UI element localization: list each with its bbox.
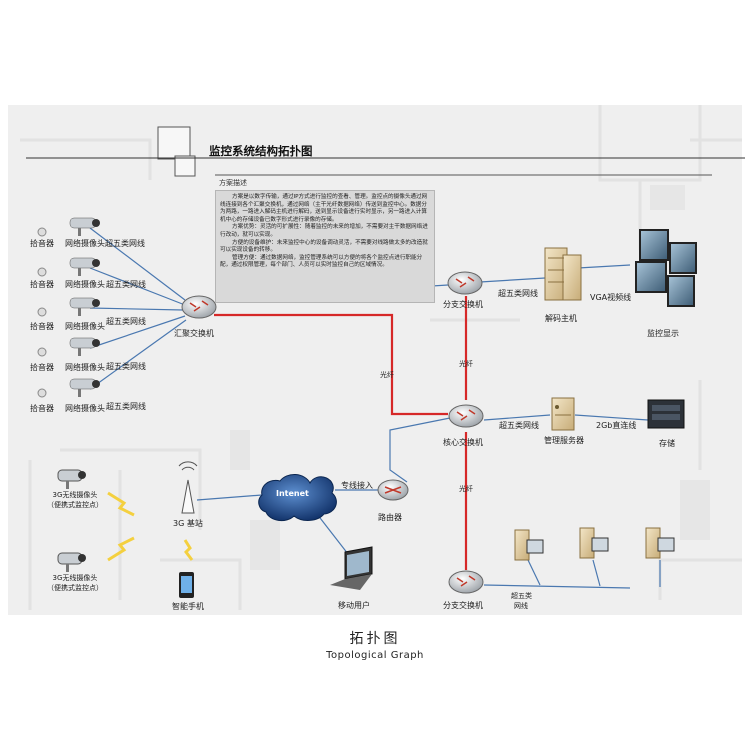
- portable-point-label: （便携式监控点）: [47, 584, 103, 592]
- smartphone-icon: [179, 572, 194, 598]
- pc-icon: [645, 527, 675, 559]
- core-switch-label: 核心交换机: [443, 438, 483, 447]
- router-label: 路由器: [378, 513, 402, 522]
- camera-row: [37, 217, 100, 237]
- router-icon: [377, 479, 409, 501]
- section-label: 方案描述: [219, 179, 247, 187]
- description-paragraph: 方案优势：灵活的可扩展性：随着监控的未来的增加，不需要对主干数据网络进行改动，就…: [220, 224, 428, 238]
- wireless-camera-label: 3G无线摄像头: [52, 574, 98, 582]
- management-server-label: 管理服务器: [544, 436, 584, 445]
- background-blocks: [230, 185, 710, 570]
- laptop-icon: [330, 546, 373, 590]
- caption-chinese: 拓扑图: [349, 631, 401, 647]
- camera-row: [37, 257, 100, 277]
- cat5-label: 超五类网线: [106, 317, 146, 326]
- storage-icon: [647, 399, 685, 429]
- portable-point-label: （便携式监控点）: [47, 501, 103, 509]
- fiber-lines: [214, 296, 468, 570]
- diagram-title: 监控系统结构拓扑图: [209, 144, 313, 158]
- vga-cable-label: VGA视频线: [590, 293, 632, 302]
- camera-row: [37, 297, 100, 317]
- description-paragraph: 方案是以数字传输，通过IP方式进行监控的查看、管理。监控点的摄像头通过网线连接到…: [220, 194, 428, 223]
- net-camera-label: 网络摄像头: [65, 404, 105, 413]
- pickup-label: 拾音器: [30, 280, 54, 289]
- management-server-icon: [551, 397, 575, 431]
- pickup-label: 拾音器: [30, 363, 54, 372]
- fiber-label: 光纤: [459, 360, 473, 368]
- aggregation-switch-label: 汇聚交换机: [174, 329, 214, 338]
- fiber-label: 光纤: [380, 371, 394, 379]
- wireless-signals: [107, 491, 194, 562]
- cat5-label: 超五类网线: [106, 402, 146, 411]
- cat5-label: 超五类网线: [499, 421, 539, 430]
- branch-switch-bottom-icon: [448, 570, 484, 594]
- base-station-icon: [178, 461, 198, 514]
- base-station-label: 3G 基站: [173, 519, 203, 528]
- cat5-label: 超五类网线: [498, 289, 538, 298]
- wireless-camera-icon: [57, 469, 86, 489]
- net-camera-label: 网络摄像头: [65, 322, 105, 331]
- monitor-display-label: 监控显示: [647, 329, 679, 338]
- pc-icon: [514, 529, 544, 561]
- core-switch-icon: [448, 404, 484, 428]
- caption-english: Topological Graph: [326, 650, 424, 661]
- direct-link-label: 2Gb直连线: [596, 421, 637, 430]
- camera-row: [37, 337, 100, 357]
- internet-label: Intenet: [276, 489, 309, 498]
- cat5-stack-label-2: 网线: [514, 602, 528, 610]
- aggregation-switch-icon: [181, 295, 217, 319]
- net-camera-label: 网络摄像头: [65, 239, 105, 248]
- cat5-label: 超五类网线: [105, 239, 145, 248]
- camera-row: [37, 378, 100, 398]
- dedicated-access-label: 专线接入: [341, 481, 373, 490]
- decoder-host-label: 解码主机: [545, 314, 577, 323]
- branch-switch-bottom-label: 分支交换机: [443, 601, 483, 610]
- decoder-host-icon: [544, 247, 582, 301]
- branch-switch-top-label: 分支交换机: [443, 300, 483, 309]
- description-paragraph: 方便的设备维护：未来监控中心的设备调动灵活，不需要对线路做太多的改造就可以实现设…: [220, 239, 428, 254]
- monitor-wall-icon: [635, 229, 697, 307]
- description-paragraph: 管理方便：通过数据网络，监控管理系统可以方便的将各个监控点进行职能分配，通过权限…: [220, 254, 423, 269]
- camera-group: [37, 217, 100, 398]
- header-decoration: [26, 126, 745, 177]
- pickup-label: 拾音器: [30, 404, 54, 413]
- pickup-label: 拾音器: [30, 322, 54, 331]
- internet-cloud-icon: [258, 473, 337, 522]
- wireless-camera-icon: [57, 552, 86, 572]
- storage-label: 存储: [659, 439, 675, 448]
- fiber-label: 光纤: [459, 485, 473, 493]
- branch-switch-top-icon: [447, 271, 483, 295]
- description-box: 方案是以数字传输，通过IP方式进行监控的查看、管理。监控点的摄像头通过网线连接到…: [215, 190, 435, 303]
- pc-icon: [579, 527, 609, 559]
- cat5-label: 超五类网线: [106, 280, 146, 289]
- cat5-stack-label-1: 超五类: [511, 592, 532, 600]
- smartphone-label: 智能手机: [172, 602, 204, 611]
- cat5-label: 超五类网线: [106, 362, 146, 371]
- wireless-camera-label: 3G无线摄像头: [52, 491, 98, 499]
- net-camera-label: 网络摄像头: [65, 280, 105, 289]
- net-camera-label: 网络摄像头: [65, 363, 105, 372]
- mobile-user-label: 移动用户: [338, 601, 370, 610]
- pickup-label: 拾音器: [30, 239, 54, 248]
